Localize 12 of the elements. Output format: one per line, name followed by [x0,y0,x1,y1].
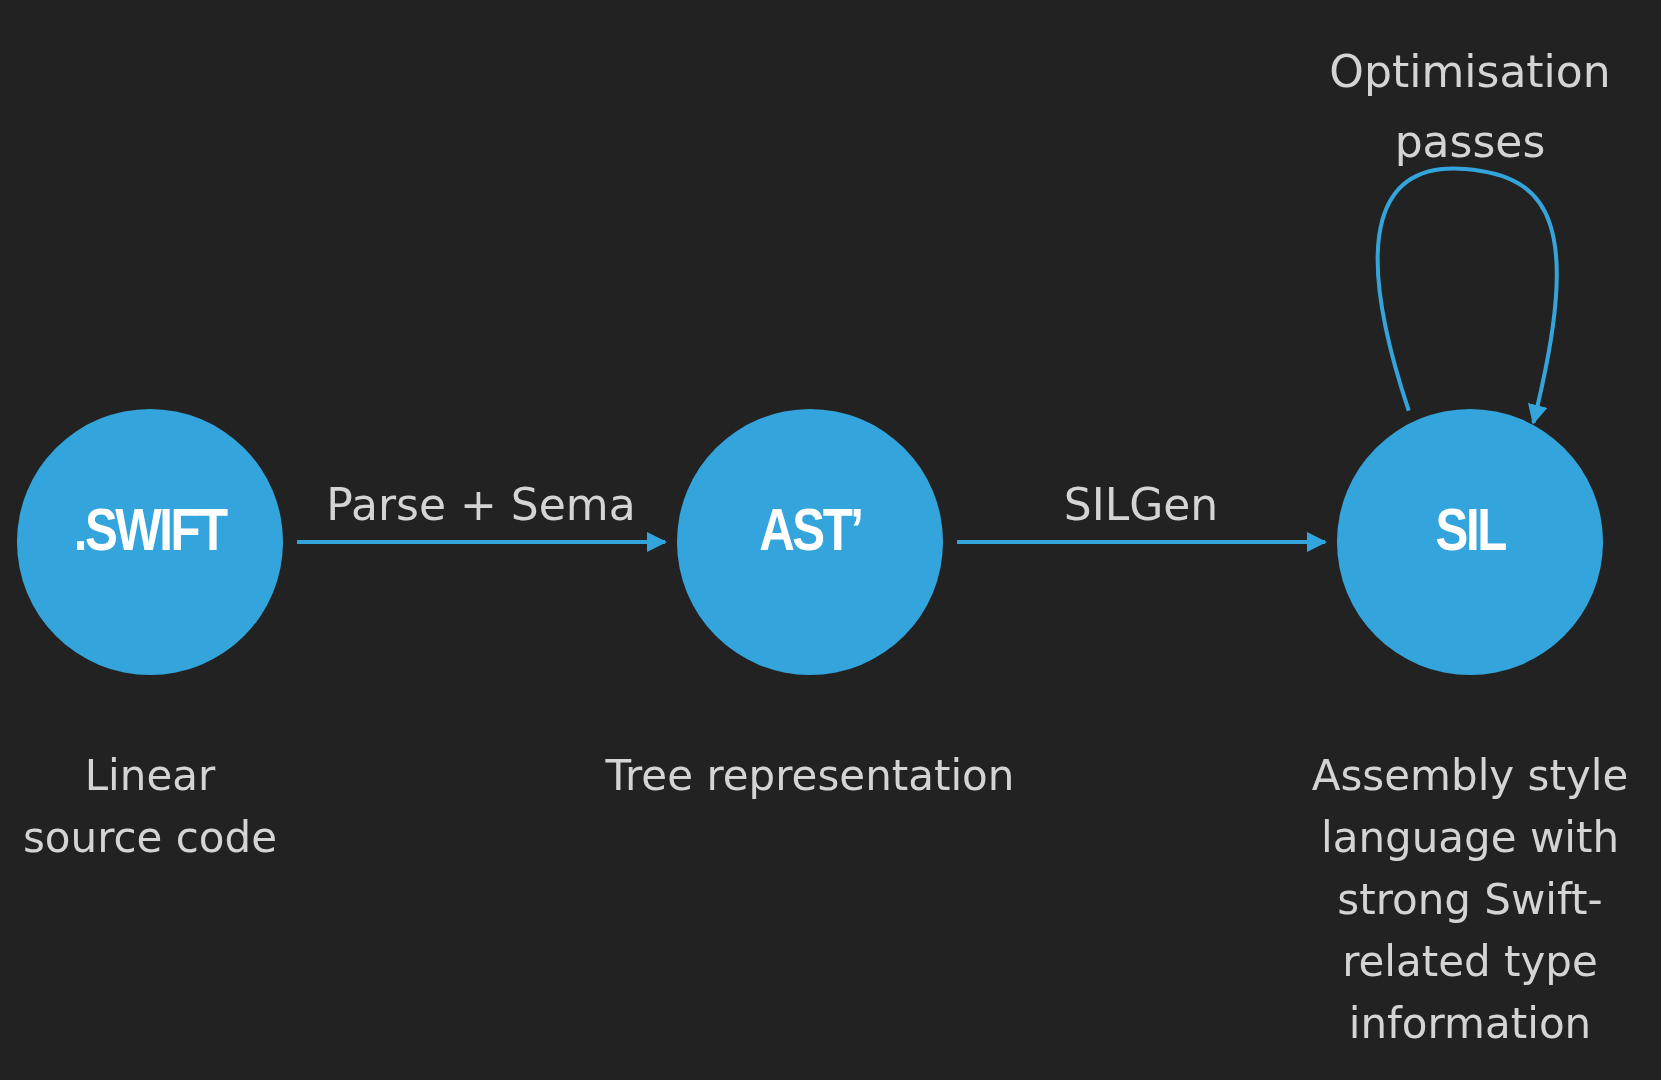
edge-label: Parse + Sema [326,478,636,532]
edge-label: SILGen [1063,478,1219,532]
node-label: .SWIFT [74,494,226,564]
node-label: SIL [1435,494,1505,564]
arrow [957,532,1327,552]
edge-label: Optimisation passes [1328,45,1612,169]
description-text: Assembly style language with strong Swift-related type information [1310,750,1630,1050]
node-label: AST’ [758,494,862,564]
description-text: Linear source code [21,750,279,864]
arrow [1375,166,1559,425]
description-text: Tree representation [604,750,1016,802]
arrow [297,532,667,552]
